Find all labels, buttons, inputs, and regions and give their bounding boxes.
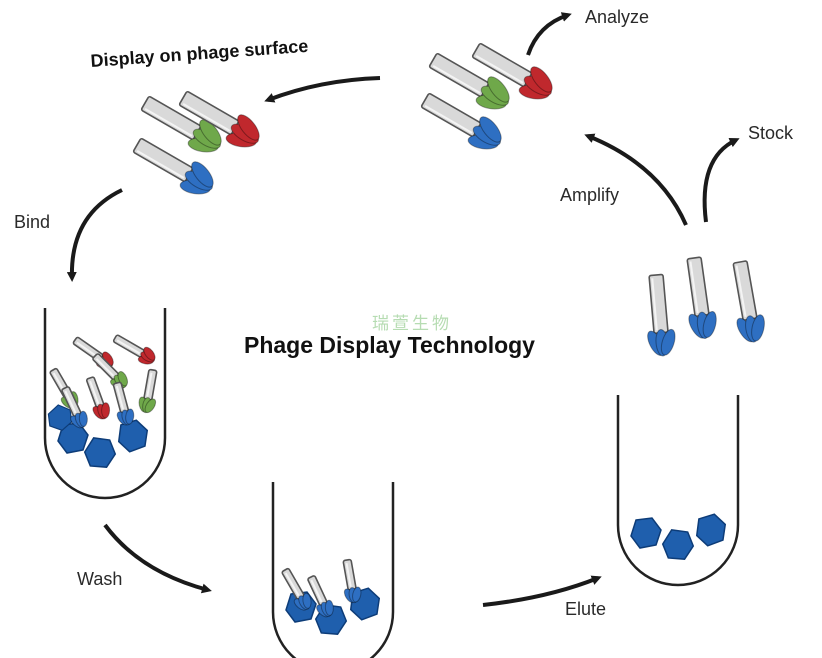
phage-blue bbox=[307, 575, 334, 618]
arrow-display-to-bind-top bbox=[264, 76, 381, 103]
phage-green bbox=[428, 53, 510, 110]
arrow-analyze bbox=[526, 12, 572, 56]
phage-blue bbox=[342, 558, 362, 604]
label-elute: Elute bbox=[565, 599, 607, 619]
diagram-title: Phage Display Technology bbox=[244, 332, 535, 358]
tube-wash bbox=[271, 480, 395, 658]
phage-red bbox=[112, 334, 156, 365]
arrow-amplify bbox=[584, 133, 688, 226]
phage-blue bbox=[420, 93, 502, 150]
label-wash: Wash bbox=[77, 569, 123, 589]
phage-red bbox=[86, 376, 111, 420]
label-bind: Bind bbox=[14, 212, 51, 232]
arrow-stock bbox=[702, 138, 740, 223]
arrow-elute bbox=[482, 575, 602, 607]
phage-blue bbox=[132, 138, 214, 195]
phage-blue bbox=[61, 386, 88, 429]
phage-group-analyze bbox=[420, 43, 553, 150]
bind-tube-contents bbox=[43, 334, 158, 473]
phage-blue bbox=[732, 260, 765, 343]
tube-bind bbox=[43, 306, 167, 500]
label-amplify: Amplify bbox=[560, 185, 620, 205]
phage-group-amplified bbox=[647, 256, 765, 357]
phage-green bbox=[138, 368, 158, 414]
watermark: 瑞萱生物 bbox=[372, 314, 452, 334]
phage-red bbox=[178, 91, 260, 148]
arrow-wash bbox=[103, 523, 212, 594]
phage-red bbox=[471, 43, 553, 100]
phage-group-display bbox=[132, 91, 260, 195]
phage-blue bbox=[281, 567, 312, 611]
arrow-bind bbox=[66, 188, 123, 282]
tube-elute bbox=[616, 393, 740, 587]
phage-blue bbox=[647, 273, 676, 357]
wash-tube-contents bbox=[281, 558, 384, 640]
phage-green bbox=[140, 96, 222, 153]
phage-blue bbox=[112, 381, 135, 426]
label-stock: Stock bbox=[748, 123, 794, 143]
label-analyze: Analyze bbox=[585, 7, 650, 27]
phage-blue bbox=[686, 256, 717, 340]
